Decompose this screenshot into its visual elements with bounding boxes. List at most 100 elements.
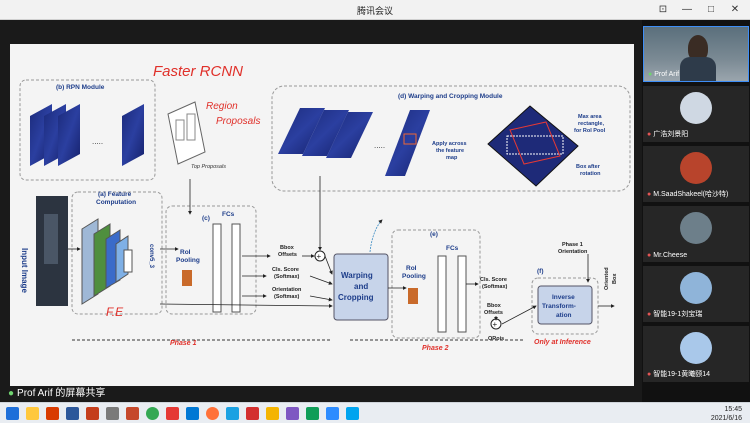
svg-text:+: +: [493, 320, 498, 329]
participant-tile[interactable]: ●Mr.Cheese: [643, 206, 749, 262]
oriented-2: Box: [612, 273, 618, 284]
mic-icon: ●: [648, 71, 653, 78]
video-person: [688, 35, 708, 61]
box-after-2: rotation: [580, 171, 601, 177]
phase2-head-box: [391, 229, 481, 339]
participant-name: ●Mr.Cheese: [647, 252, 688, 259]
minimize-icon[interactable]: —: [682, 4, 692, 15]
participant-tile[interactable]: ●智能19-1刘宝瑞: [643, 266, 749, 322]
warp-text-3: Cropping: [338, 293, 374, 302]
participant-name: ●智能19-1黄曦颐14: [647, 371, 711, 378]
apply-across-1: Apply across: [432, 141, 467, 147]
rpn-module-label: (b) RPN Module: [56, 84, 105, 91]
participant-name: ●Prof Arif: [648, 71, 680, 78]
taskbar: 15:45 2021/6/16: [0, 402, 750, 423]
inverse-transform-block: [537, 285, 593, 325]
app-icon[interactable]: [226, 407, 239, 420]
handwritten-title: Faster RCNN: [153, 63, 243, 80]
app-icon[interactable]: [346, 407, 359, 420]
avatar: [680, 92, 712, 124]
mic-muted-icon: ●: [647, 311, 652, 318]
inverse-1: Inverse: [552, 294, 575, 301]
fc2-layer-1: [437, 255, 447, 333]
orois-label: ORois: [488, 336, 504, 342]
firefox-icon[interactable]: [206, 407, 219, 420]
feature-comp-2: Computation: [96, 199, 136, 206]
phase1-label: Phase 1: [170, 340, 197, 347]
app-icon[interactable]: [186, 407, 199, 420]
rpn-feature-maps: .....: [30, 104, 144, 166]
app-icon[interactable]: [166, 407, 179, 420]
app-icon[interactable]: [46, 407, 59, 420]
app-icon[interactable]: [306, 407, 319, 420]
handwritten-proposals: Proposals: [216, 116, 260, 127]
wps-icon[interactable]: [246, 407, 259, 420]
f-label: (f): [537, 268, 544, 275]
window-title: 腾讯会议: [356, 6, 393, 16]
fc-layer-2: [231, 223, 241, 313]
avatar: [680, 332, 712, 364]
max-area-2: rectangle,: [578, 121, 604, 127]
mic-muted-icon: ●: [647, 371, 652, 378]
ori-1: Orientation: [272, 287, 302, 293]
meeting-icon[interactable]: [326, 407, 339, 420]
roi2-label-2: Pooling: [402, 273, 426, 280]
powerpoint-icon[interactable]: [86, 407, 99, 420]
window-controls: ⊡ — □ ✕: [656, 3, 742, 17]
fcs-label: FCs: [222, 211, 235, 218]
input-image-label: Input Image: [20, 248, 29, 293]
avatar: [680, 212, 712, 244]
bbox2-1: Bbox: [487, 303, 502, 309]
warp-dots: .....: [374, 141, 385, 150]
roi2-label-1: RoI: [406, 265, 417, 272]
participant-tile[interactable]: ●M.SaadShakeel(哈沙特): [643, 146, 749, 202]
app-icon[interactable]: [266, 407, 279, 420]
roi2-pool-block: [408, 288, 418, 304]
max-area-1: Max area: [578, 114, 602, 120]
svg-text:+: +: [317, 252, 322, 261]
apply-across-2: the feature: [436, 148, 464, 154]
app-icon[interactable]: [106, 407, 119, 420]
participant-tile[interactable]: ●智能19-1黄曦颐14: [643, 326, 749, 382]
word-icon[interactable]: [66, 407, 79, 420]
participant-tile[interactable]: ●Prof Arif: [643, 26, 749, 82]
mic-icon: ●: [8, 388, 15, 399]
mic-muted-icon: ●: [647, 131, 652, 138]
maximize-icon[interactable]: □: [707, 4, 715, 15]
fcs2-label: FCs: [446, 245, 459, 252]
taskbar-clock[interactable]: 15:45 2021/6/16: [711, 405, 742, 423]
participant-panel: ●Prof Arif ●广浩刘景阳 ●M.SaadShakeel(哈沙特) ●M…: [642, 20, 750, 402]
top-proposals-sketch: [167, 101, 206, 165]
rpn-dots: .....: [92, 137, 103, 146]
max-area-3: for RoI Pool: [574, 128, 606, 134]
cls-2: (Softmax): [274, 274, 300, 280]
warp-module-box: [271, 85, 631, 192]
handwritten-fe: F.E: [106, 305, 124, 319]
handwritten-region: Region: [206, 101, 238, 112]
oriented-1: Oriented: [604, 267, 610, 290]
roi-label-2: Pooling: [176, 257, 200, 264]
start-icon[interactable]: [6, 407, 19, 420]
app-icon[interactable]: [126, 407, 139, 420]
phase1-head-box: [165, 205, 257, 315]
box-after-1: Box after: [576, 164, 601, 170]
inverse-3: ation: [556, 312, 572, 319]
avatar: [680, 152, 712, 184]
rotated-box-illustration: [487, 105, 579, 187]
phase1-ori-1: Phase 1: [562, 242, 583, 248]
file-explorer-icon[interactable]: [26, 407, 39, 420]
close-icon[interactable]: ✕: [730, 4, 740, 15]
participant-tile[interactable]: ●广浩刘景阳: [643, 86, 749, 142]
conv-label: conv5_3: [148, 244, 154, 269]
pin-icon[interactable]: ⊡: [658, 4, 668, 15]
meeting-window: 腾讯会议 ⊡ — □ ✕ Faster RCNN (b) RPN Modul: [0, 0, 750, 402]
warp-feature-maps: .....: [278, 108, 430, 176]
rpn-module-box: [19, 79, 156, 181]
mic-muted-icon: ●: [647, 191, 652, 198]
app-icon[interactable]: [286, 407, 299, 420]
roi-pool-block: [182, 270, 192, 286]
phase1-ori-2: Orientation: [558, 249, 588, 255]
bbox-2: Offsets: [278, 252, 297, 258]
feature-computation-box: [71, 191, 163, 315]
chrome-icon[interactable]: [146, 407, 159, 420]
